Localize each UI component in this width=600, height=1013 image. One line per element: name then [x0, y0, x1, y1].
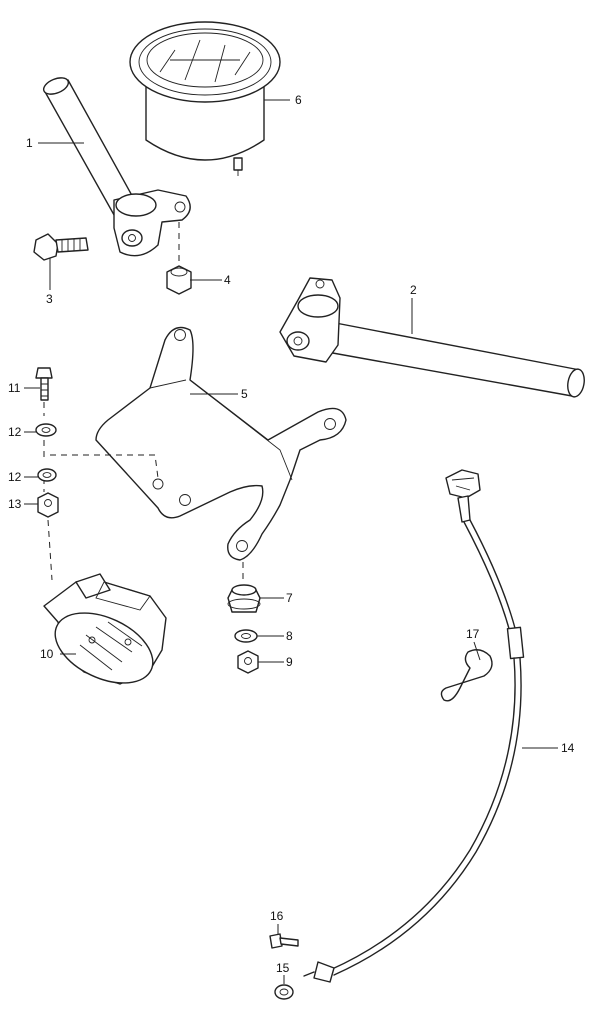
part-nut-4: [166, 222, 192, 295]
part-screw-16: [269, 933, 299, 949]
callout-16: 16: [270, 909, 284, 923]
callout-14: 14: [561, 741, 575, 755]
part-right-handlebar: [279, 277, 585, 398]
callout-labels: 1 2 3 4 5 6 7 8 9 10 11 12 12 13 14 15 1…: [8, 93, 575, 975]
callout-10: 10: [40, 647, 54, 661]
callout-3: 3: [46, 292, 53, 306]
callout-12a: 12: [8, 425, 22, 439]
part-spring-clip: [440, 649, 493, 702]
callout-5: 5: [241, 387, 248, 401]
callout-15: 15: [276, 961, 290, 975]
callout-17: 17: [466, 627, 480, 641]
callout-13: 13: [8, 497, 22, 511]
part-bolt-3: [33, 233, 89, 261]
part-speedometer: [129, 21, 281, 176]
part-washer-8: [234, 629, 258, 643]
part-grommet-7: [227, 562, 261, 613]
callout-12b: 12: [8, 470, 22, 484]
part-washer-12b: [37, 468, 57, 482]
callout-2: 2: [410, 283, 417, 297]
part-bracket-plate: [95, 326, 347, 561]
part-left-handlebar: [42, 77, 191, 257]
part-nut-13: [37, 492, 59, 518]
callout-4: 4: [224, 273, 231, 287]
part-nut-9: [237, 650, 259, 674]
leader-lines: [24, 99, 558, 984]
callout-1: 1: [26, 136, 33, 150]
part-bolt-11: [35, 367, 53, 401]
callout-6: 6: [295, 93, 302, 107]
callout-11: 11: [8, 381, 21, 395]
part-washer-12a: [35, 423, 57, 437]
part-horn: [43, 573, 167, 685]
callout-8: 8: [286, 629, 293, 643]
callout-7: 7: [286, 591, 293, 605]
part-ring-15: [274, 984, 294, 1000]
part-speedometer-cable: [303, 469, 525, 983]
callout-9: 9: [286, 655, 293, 669]
